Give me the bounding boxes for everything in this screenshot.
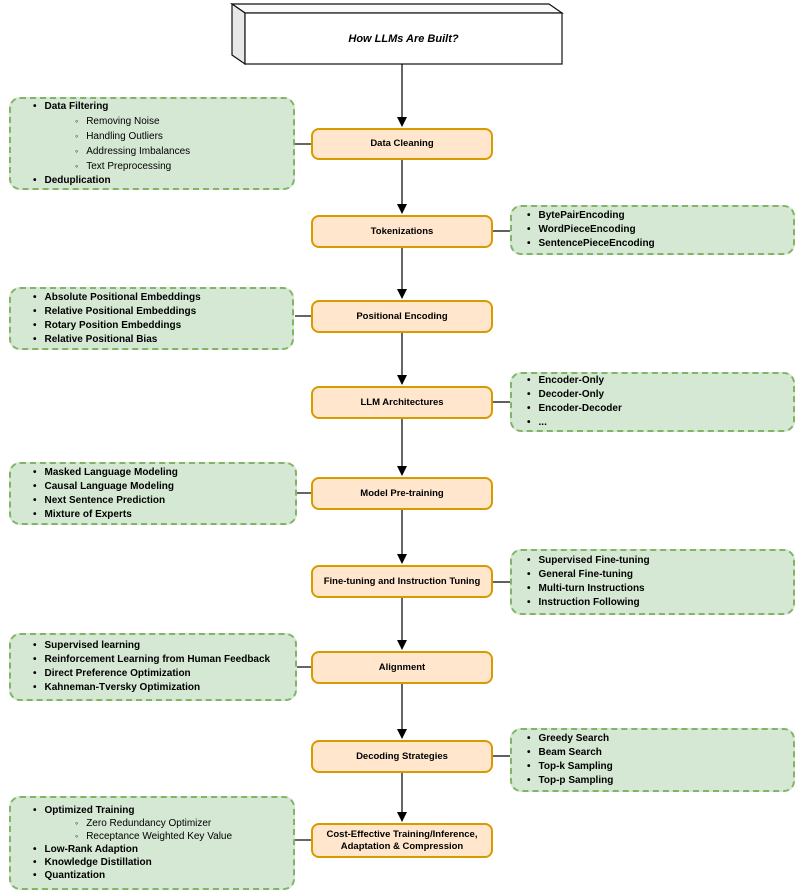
- list-item: Beam Search: [512, 746, 793, 760]
- list-item: Zero Redundancy Optimizer: [11, 817, 293, 830]
- list-item: SentencePieceEncoding: [512, 237, 793, 251]
- list-item: Quantization: [11, 869, 293, 882]
- step-model-pretraining: Model Pre-training: [311, 477, 493, 510]
- panel-tokenization-methods: BytePairEncoding WordPieceEncoding Sente…: [510, 205, 795, 255]
- step-llm-architectures: LLM Architectures: [311, 386, 493, 419]
- step-alignment: Alignment: [311, 651, 493, 684]
- step-label: Positional Encoding: [356, 310, 448, 322]
- list-item: ...: [512, 416, 793, 430]
- step-tokenizations: Tokenizations: [311, 215, 493, 248]
- panel-pretraining-objectives: Masked Language Modeling Causal Language…: [9, 462, 297, 525]
- step-label-line1: Cost-Effective Training/Inference,: [326, 828, 478, 840]
- list-item: BytePairEncoding: [512, 209, 793, 223]
- step-label: Data Cleaning: [370, 138, 434, 149]
- list-item: Encoder-Decoder: [512, 402, 793, 416]
- list-item: Reinforcement Learning from Human Feedba…: [11, 653, 295, 667]
- list-item: Receptance Weighted Key Value: [11, 830, 293, 843]
- list-item: Top-p Sampling: [512, 774, 793, 788]
- list-item: Supervised Fine-tuning: [512, 554, 793, 568]
- list-item: WordPieceEncoding: [512, 223, 793, 237]
- step-cost-effective-training: Cost-Effective Training/Inference, Adapt…: [311, 823, 493, 858]
- list-item: Instruction Following: [512, 596, 793, 610]
- panel-data-filtering: Data Filtering Removing Noise Handling O…: [9, 97, 295, 190]
- list-item: Decoder-Only: [512, 388, 793, 402]
- step-data-cleaning: Data Cleaning: [311, 128, 493, 160]
- list-item: Mixture of Experts: [11, 508, 295, 522]
- list-item: Handling Outliers: [11, 129, 293, 144]
- panel-finetuning-methods: Supervised Fine-tuning General Fine-tuni…: [510, 549, 795, 615]
- step-decoding-strategies: Decoding Strategies: [311, 740, 493, 773]
- list-item: Encoder-Only: [512, 374, 793, 388]
- step-label: Decoding Strategies: [356, 750, 448, 762]
- list-item: Absolute Positional Embeddings: [11, 291, 292, 305]
- panel-positional-embeddings: Absolute Positional Embeddings Relative …: [9, 287, 294, 350]
- list-item: Greedy Search: [512, 732, 793, 746]
- list-item: Removing Noise: [11, 114, 293, 129]
- list-item: Multi-turn Instructions: [512, 582, 793, 596]
- diagram-title: How LLMs Are Built?: [348, 32, 459, 45]
- list-item: Masked Language Modeling: [11, 466, 295, 480]
- list-item: Next Sentence Prediction: [11, 494, 295, 508]
- step-label: Fine-tuning and Instruction Tuning: [323, 575, 481, 587]
- panel-alignment-methods: Supervised learning Reinforcement Learni…: [9, 633, 297, 701]
- step-label: Alignment: [378, 661, 426, 673]
- list-item: General Fine-tuning: [512, 568, 793, 582]
- list-item: Rotary Position Embeddings: [11, 319, 292, 333]
- step-label: Model Pre-training: [360, 487, 444, 499]
- list-item: Optimized Training: [11, 804, 293, 817]
- title-3d-box: [230, 2, 564, 66]
- step-label-line2: Adaptation & Compression: [340, 840, 464, 852]
- list-item: Causal Language Modeling: [11, 480, 295, 494]
- step-finetuning-instruction-tuning: Fine-tuning and Instruction Tuning: [311, 565, 493, 598]
- list-item: Addressing Imbalances: [11, 144, 293, 159]
- list-item: Direct Preference Optimization: [11, 667, 295, 681]
- list-item: Supervised learning: [11, 639, 295, 653]
- list-item: Deduplication: [11, 174, 293, 188]
- list-item: Data Filtering: [11, 100, 293, 114]
- list-item: Text Preprocessing: [11, 159, 293, 174]
- step-positional-encoding: Positional Encoding: [311, 300, 493, 333]
- list-item: Knowledge Distillation: [11, 856, 293, 869]
- step-label: LLM Architectures: [360, 396, 444, 408]
- list-item: Top-k Sampling: [512, 760, 793, 774]
- step-label: Tokenizations: [370, 225, 434, 237]
- list-item: Relative Positional Embeddings: [11, 305, 292, 319]
- panel-decoding-methods: Greedy Search Beam Search Top-k Sampling…: [510, 728, 795, 792]
- panel-architecture-types: Encoder-Only Decoder-Only Encoder-Decode…: [510, 372, 795, 432]
- list-item: Relative Positional Bias: [11, 333, 292, 347]
- list-item: Kahneman-Tversky Optimization: [11, 681, 295, 695]
- panel-efficiency-methods: Optimized Training Zero Redundancy Optim…: [9, 796, 295, 890]
- list-item: Low-Rank Adaption: [11, 843, 293, 856]
